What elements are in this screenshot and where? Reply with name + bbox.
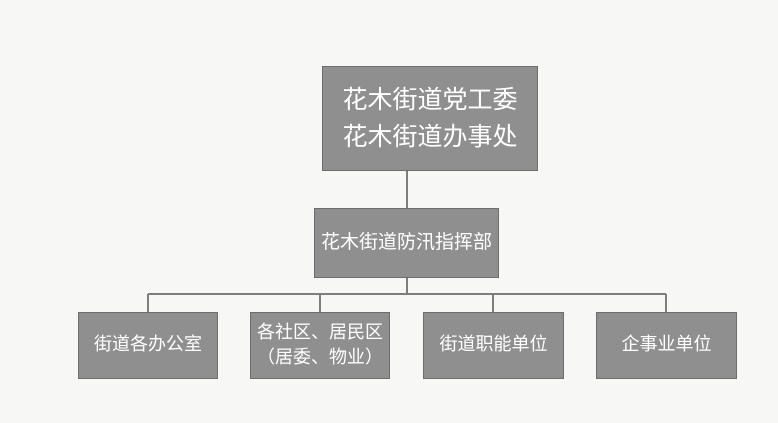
- street-offices-label: 街道各办公室: [94, 334, 202, 356]
- flood-command-label: 花木街道防汛指挥部: [320, 231, 492, 254]
- communities-label: 各社区、居民区 （居委、物业）: [257, 322, 383, 368]
- enterprises-node: 企事业单位: [596, 312, 737, 379]
- enterprises-label: 企事业单位: [621, 334, 712, 356]
- street-offices-node: 街道各办公室: [78, 312, 218, 379]
- functional-units-node: 街道职能单位: [423, 312, 564, 379]
- communities-node: 各社区、居民区 （居委、物业）: [250, 312, 390, 379]
- root-node-label: 花木街道党工委 花木街道办事处: [342, 85, 518, 151]
- flood-command-node: 花木街道防汛指挥部: [314, 208, 499, 278]
- functional-units-label: 街道职能单位: [439, 334, 548, 356]
- root-node: 花木街道党工委 花木街道办事处: [322, 66, 538, 171]
